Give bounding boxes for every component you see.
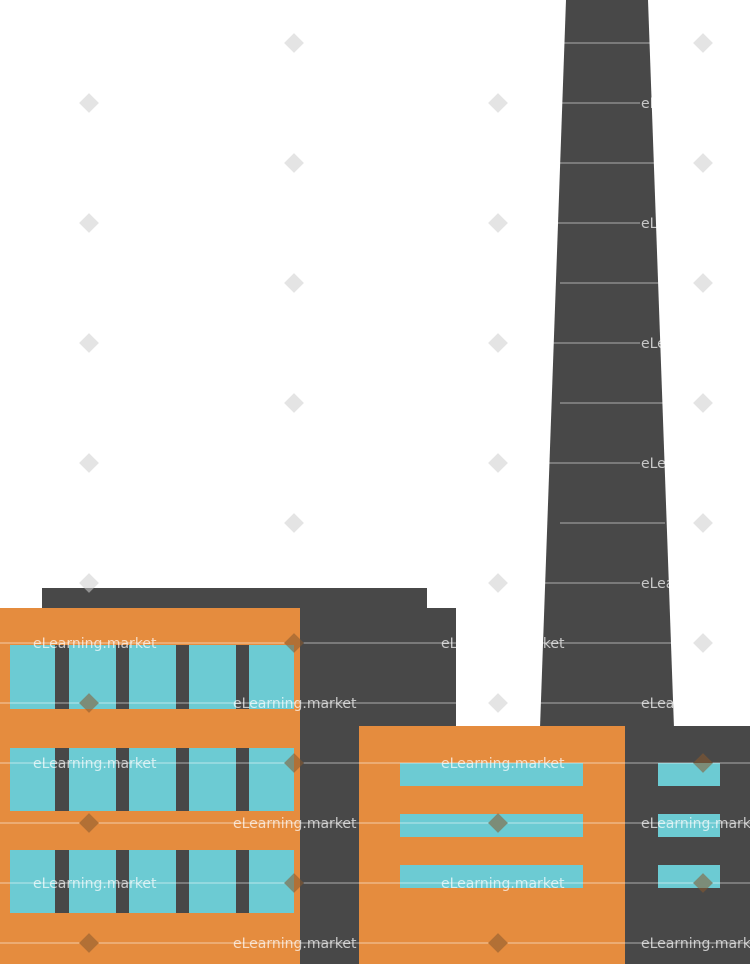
window [10,748,55,811]
svg-text:eLearning.market: eLearning.market [33,636,157,652]
svg-text:eLearning.market: eLearning.market [33,876,157,892]
window [249,748,294,811]
svg-text:eLearning.market: eLearning.market [641,216,750,232]
window [249,645,294,709]
window [10,645,55,709]
svg-text:eLearning.market: eLearning.market [641,336,750,352]
watermark-overlay [0,33,750,953]
chimney [540,0,674,728]
svg-text:eLearning.market: eLearning.market [441,756,565,772]
window [129,850,176,913]
svg-text:eLearning.market: eLearning.market [641,816,750,832]
svg-text:eLearning.market: eLearning.market [641,936,750,952]
svg-text:eLearning.market: eLearning.market [641,456,750,472]
window [129,748,176,811]
watermark-text: eLearning.market eLearning.market eLearn… [33,96,750,952]
window [400,865,583,888]
svg-text:eLearning.market: eLearning.market [33,756,157,772]
window [189,645,236,709]
svg-text:eLearning.market: eLearning.market [233,936,357,952]
svg-text:eLearning.market: eLearning.market [233,696,357,712]
window [10,850,55,913]
svg-text:eLearning.market: eLearning.market [441,876,565,892]
svg-text:eLearning.market: eLearning.market [641,576,750,592]
left-building-windows [10,645,294,913]
window [69,748,116,811]
svg-text:eLearning.market: eLearning.market [641,96,750,112]
window [189,850,236,913]
svg-text:eLearning.market: eLearning.market [641,696,750,712]
svg-text:eLearning.market: eLearning.market [441,636,565,652]
svg-text:eLearning.market: eLearning.market [233,816,357,832]
window [189,748,236,811]
window [400,763,583,786]
window [69,850,116,913]
window [658,763,720,786]
window [129,645,176,709]
window [658,814,720,837]
